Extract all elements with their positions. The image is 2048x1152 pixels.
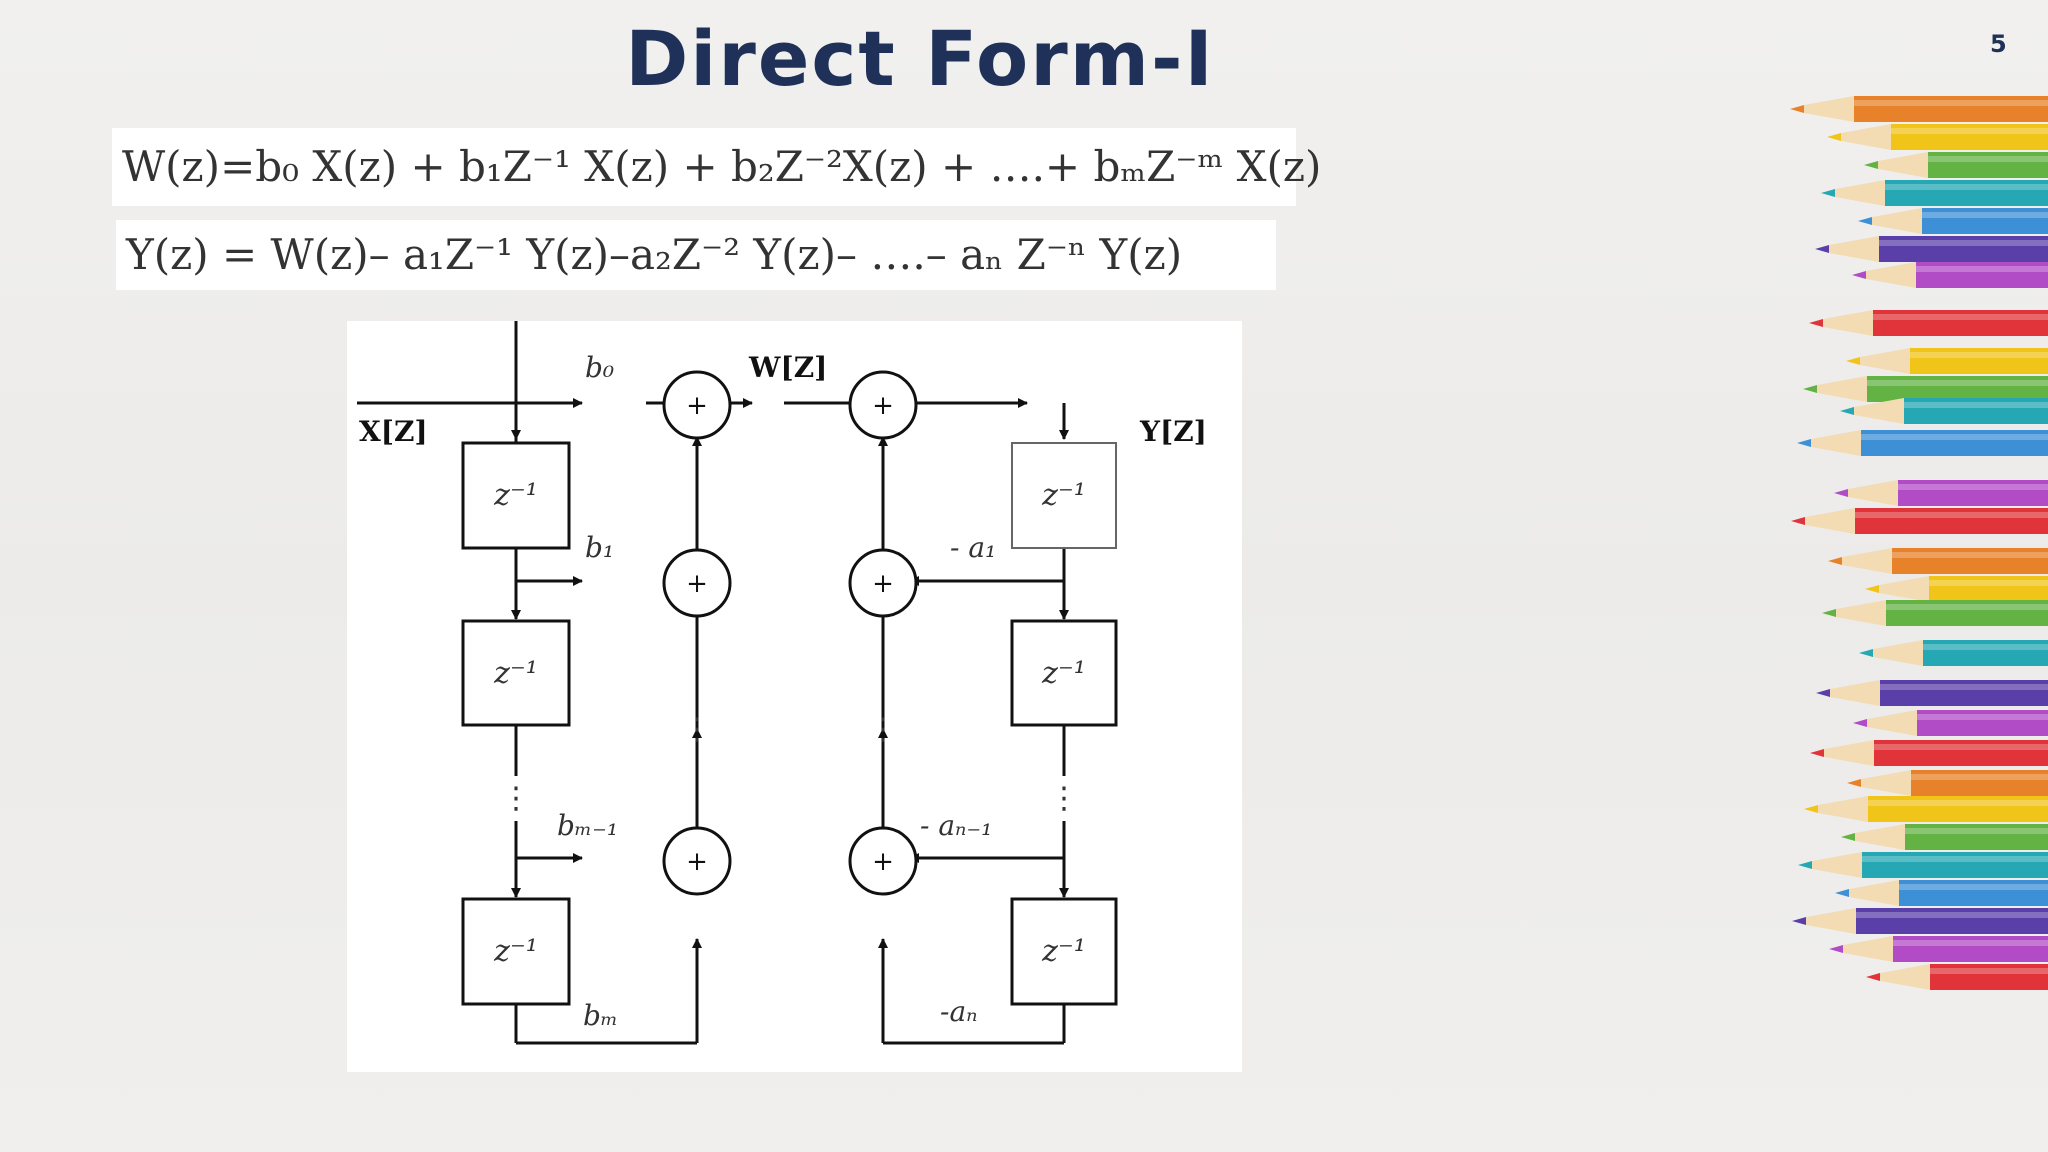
pencil bbox=[1791, 508, 2048, 534]
delay-label: z⁻¹ bbox=[1041, 934, 1086, 969]
adder-symbol: + bbox=[686, 847, 708, 877]
delay-box-x2 bbox=[461, 619, 571, 727]
adder-left-1 bbox=[662, 548, 732, 618]
coef-b0: b₀ bbox=[585, 351, 614, 384]
slide-number: 5 bbox=[1990, 30, 2007, 58]
pencil bbox=[1835, 880, 2048, 906]
pencil bbox=[1810, 740, 2048, 766]
pencils-decoration bbox=[1780, 80, 2048, 1120]
ellipsis: ⋮ bbox=[1049, 781, 1079, 816]
adder-right-0 bbox=[848, 370, 918, 440]
coef-b1: b₁ bbox=[585, 531, 614, 564]
pencil bbox=[1866, 964, 2048, 990]
block-diagram-svg: + + + + + + z⁻¹ z⁻¹ z⁻¹ z⁻¹ z⁻¹ z⁻¹ ⋮ ⋮ … bbox=[357, 321, 1207, 1045]
pencil bbox=[1829, 936, 2048, 962]
ellipsis: ⋮ bbox=[682, 712, 712, 747]
pencil bbox=[1803, 376, 2048, 402]
pencil bbox=[1859, 640, 2048, 666]
pencil bbox=[1864, 152, 2048, 178]
pencil bbox=[1804, 796, 2048, 822]
coef-an1: - aₙ₋₁ bbox=[920, 809, 992, 842]
y-equation: Y(z) = W(z)– a₁Z⁻¹ Y(z)–a₂Z⁻² Y(z)– ….– … bbox=[116, 220, 1276, 290]
pencil bbox=[1827, 124, 2048, 150]
delay-label: z⁻¹ bbox=[1041, 656, 1086, 691]
direct-form-1-diagram: + + + + + + z⁻¹ z⁻¹ z⁻¹ z⁻¹ z⁻¹ z⁻¹ ⋮ ⋮ … bbox=[347, 321, 1242, 1072]
delay-label: z⁻¹ bbox=[493, 934, 538, 969]
delay-box-y2 bbox=[1010, 619, 1118, 727]
delay-box-y1 bbox=[1011, 442, 1117, 549]
delay-box-xm bbox=[461, 897, 571, 1006]
pencil bbox=[1847, 770, 2048, 796]
adder-symbol: + bbox=[872, 391, 894, 421]
pencil bbox=[1822, 600, 2048, 626]
middle-label: W[Z] bbox=[748, 351, 827, 384]
delay-box-x1 bbox=[461, 441, 571, 550]
adder-left-0 bbox=[662, 370, 732, 440]
adder-symbol: + bbox=[686, 569, 708, 599]
delay-label: z⁻¹ bbox=[493, 478, 538, 513]
pencil bbox=[1797, 430, 2048, 456]
adder-symbol: + bbox=[686, 391, 708, 421]
slide-title: Direct Form-I bbox=[625, 14, 1215, 103]
pencil bbox=[1853, 710, 2048, 736]
output-label: Y[Z] bbox=[1139, 415, 1207, 448]
adder-left-m1 bbox=[662, 826, 732, 896]
delay-label: z⁻¹ bbox=[1041, 478, 1086, 513]
adder-symbol: + bbox=[872, 569, 894, 599]
pencil bbox=[1815, 236, 2048, 262]
pencils-illustration bbox=[1790, 96, 2048, 990]
pencil bbox=[1858, 208, 2048, 234]
ellipsis: ⋮ bbox=[868, 712, 898, 747]
pencil bbox=[1816, 680, 2048, 706]
adder-right-1 bbox=[848, 548, 918, 618]
pencil bbox=[1841, 824, 2048, 850]
coef-bm: bₘ bbox=[583, 999, 618, 1032]
coef-bm1: bₘ₋₁ bbox=[557, 809, 618, 842]
pencil bbox=[1865, 576, 2048, 602]
pencil bbox=[1798, 852, 2048, 878]
adder-right-n1 bbox=[848, 826, 918, 896]
pencil bbox=[1828, 548, 2048, 574]
coef-an: -aₙ bbox=[940, 995, 978, 1028]
pencil bbox=[1792, 908, 2048, 934]
delay-box-yn bbox=[1010, 897, 1118, 1006]
pencil bbox=[1846, 348, 2048, 374]
pencil bbox=[1821, 180, 2048, 206]
ellipsis: ⋮ bbox=[501, 781, 531, 816]
w-equation: W(z)=b₀ X(z) + b₁Z⁻¹ X(z) + b₂Z⁻²X(z) + … bbox=[112, 128, 1321, 206]
pencil bbox=[1852, 262, 2048, 288]
pencil bbox=[1790, 96, 2048, 122]
coef-a1: - a₁ bbox=[950, 531, 996, 564]
adder-symbol: + bbox=[872, 847, 894, 877]
pencil bbox=[1840, 398, 2048, 424]
pencil bbox=[1809, 310, 2048, 336]
delay-label: z⁻¹ bbox=[493, 656, 538, 691]
pencil bbox=[1834, 480, 2048, 506]
input-label: X[Z] bbox=[359, 415, 428, 448]
